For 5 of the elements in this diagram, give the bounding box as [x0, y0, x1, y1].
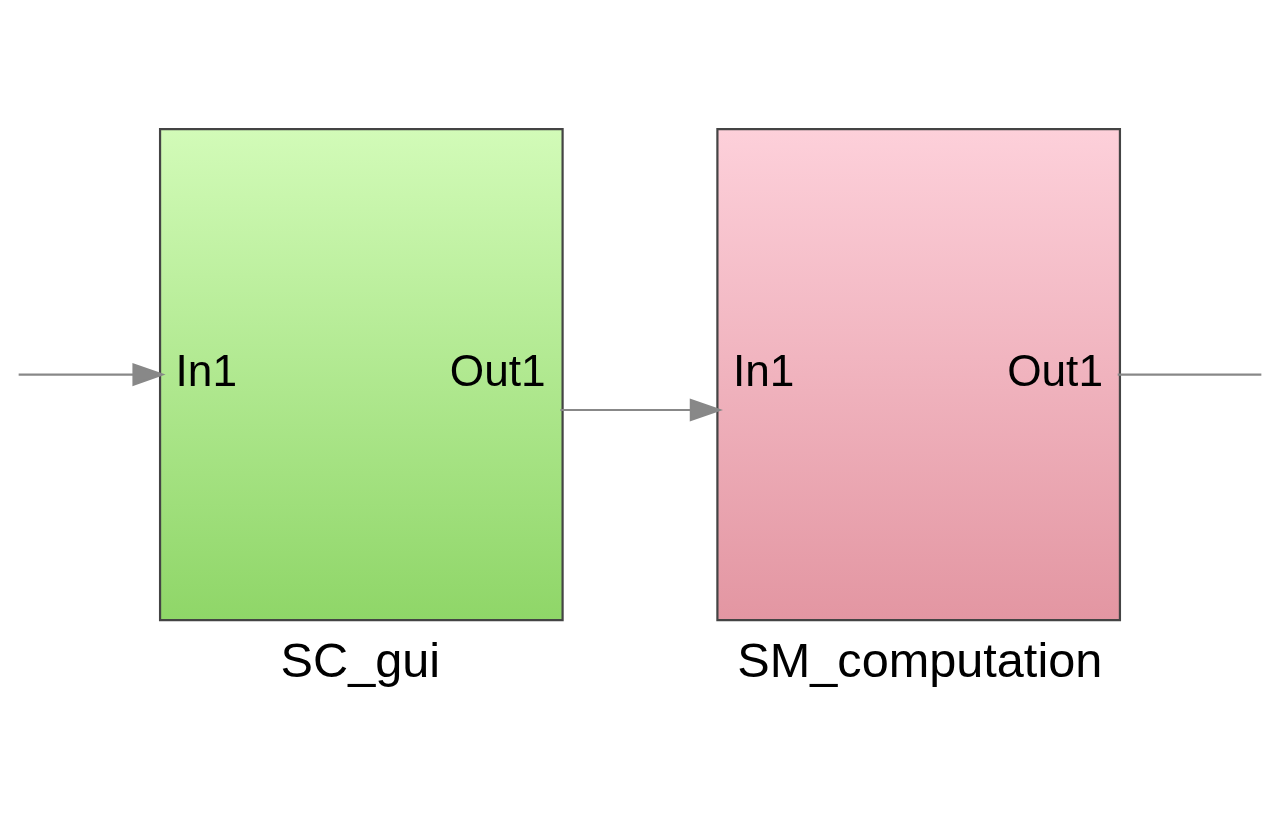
connector — [1117, 373, 1262, 376]
node-label: SM_computation — [737, 632, 1103, 687]
arrow — [18, 362, 166, 386]
node-label: SC_gui — [280, 632, 441, 687]
arrow — [560, 397, 723, 422]
